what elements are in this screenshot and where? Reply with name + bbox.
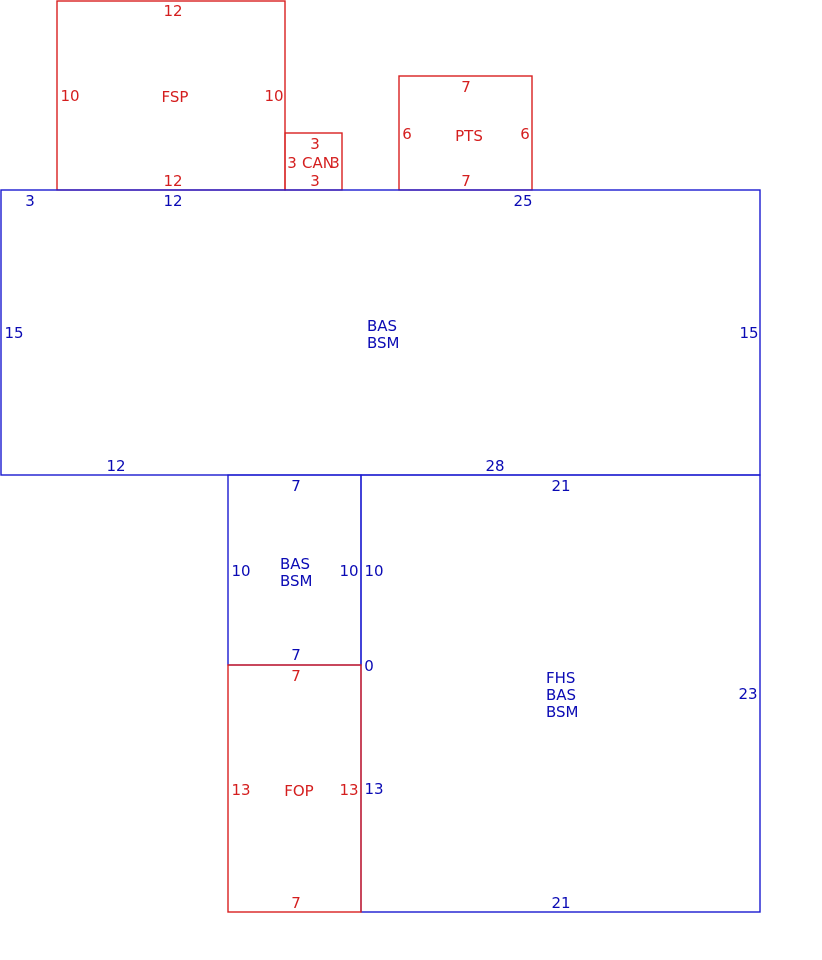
fsp-area: FSP 12 10 10 12	[56, 0, 286, 191]
fsp-bottom-dim: 12	[163, 172, 182, 190]
can-right-dim: 3	[330, 154, 340, 172]
main-label-bsm: BSM	[367, 334, 400, 352]
mid-area: BAS BSM 7 10 10 7	[227, 474, 362, 666]
can-label: CAN	[302, 154, 334, 172]
fsp-right-dim: 10	[264, 87, 283, 105]
fop-bottom-dim: 7	[291, 894, 301, 912]
fhs-bottom-dim: 21	[551, 894, 570, 912]
mid-bottom-dim: 7	[291, 646, 301, 664]
fop-outline	[227, 664, 362, 913]
fsp-label: FSP	[162, 88, 189, 106]
fhs-left-lower-dim: 13	[364, 780, 383, 798]
pts-area: PTS 7 6 6 7	[398, 75, 533, 191]
fhs-left-upper-dim: 10	[364, 562, 383, 580]
mid-left-dim: 10	[231, 562, 250, 580]
fhs-label-fhs: FHS	[546, 669, 575, 687]
fhs-top-dim: 21	[551, 477, 570, 495]
main-top-right-dim: 25	[513, 192, 532, 210]
pts-bottom-dim: 7	[461, 172, 471, 190]
mid-label-bas: BAS	[280, 555, 310, 573]
pts-left-dim: 6	[402, 125, 412, 143]
can-top-dim: 3	[310, 135, 320, 153]
fhs-area: FHS BAS BSM 21 10 0 13 23 21	[360, 474, 761, 913]
main-area: BAS BSM 3 12 25 15 15 12 28	[0, 189, 761, 476]
fhs-right-dim: 23	[738, 685, 757, 703]
main-top-left-dim: 3	[25, 192, 35, 210]
fop-label: FOP	[284, 782, 313, 800]
can-left-dim: 3	[287, 154, 297, 172]
main-top-mid-dim: 12	[163, 192, 182, 210]
pts-top-dim: 7	[461, 78, 471, 96]
main-bottom-right-dim: 28	[485, 457, 504, 475]
fhs-zero-dim: 0	[364, 657, 374, 675]
fop-top-dim: 7	[291, 667, 301, 685]
main-right-dim: 15	[739, 324, 758, 342]
fhs-label-bsm: BSM	[546, 703, 579, 721]
mid-right-dim: 10	[339, 562, 358, 580]
pts-right-dim: 6	[520, 125, 530, 143]
can-bottom-dim: 3	[310, 172, 320, 190]
fsp-top-dim: 12	[163, 2, 182, 20]
main-bottom-left-dim: 12	[106, 457, 125, 475]
mid-top-dim: 7	[291, 477, 301, 495]
fhs-label-bas: BAS	[546, 686, 576, 704]
mid-label-bsm: BSM	[280, 572, 313, 590]
pts-label: PTS	[455, 127, 483, 145]
fsp-left-dim: 10	[60, 87, 79, 105]
fop-area: FOP 7 13 13 7	[227, 664, 362, 913]
main-label-bas: BAS	[367, 317, 397, 335]
fop-right-dim: 13	[339, 781, 358, 799]
main-left-dim: 15	[4, 324, 23, 342]
fop-left-dim: 13	[231, 781, 250, 799]
can-area: CAN 3 3 3 3	[284, 132, 343, 191]
